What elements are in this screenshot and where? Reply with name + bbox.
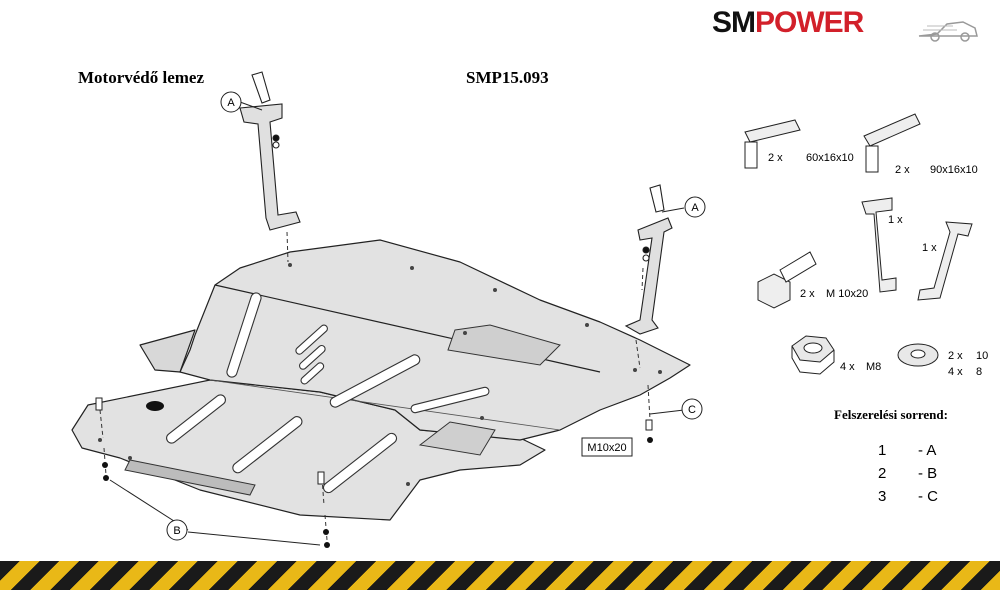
part-qty-3: 1 x [888,214,903,226]
brand-logo-part1: SM [712,6,756,39]
part-spec-6: M8 [866,361,882,373]
vent-slot [298,344,326,370]
callout-a-left-label: A [227,97,235,109]
hazard-stripe [0,561,1000,590]
install-step-1-label: - A [918,442,937,459]
hex-nut-icon [791,335,835,375]
bracket-large-icon [861,197,897,293]
install-step-3-label: - C [918,488,938,505]
pin-long-icon [863,113,921,173]
vent-slot [322,432,398,494]
callout-c [681,398,703,420]
vent-slot [329,354,421,408]
part-qty-5: 2 x [800,288,815,300]
callout-b [166,519,188,541]
nut-icon [323,529,329,535]
nut-icon [324,542,330,548]
drain-hole [146,401,164,411]
part-spec-2: 90x16x10 [930,164,978,176]
hex-bolt-icon [757,251,817,309]
callout-a-left [220,91,242,113]
part-qty-2: 2 x [895,164,910,176]
vent-slot [300,362,325,385]
page-title: Motorvédő lemez [78,68,205,87]
bolt-label-box [581,437,633,457]
brand-logo: SMPOWER [712,6,982,50]
part-spec-5: M 10x20 [826,288,869,300]
skid-plate-left-wing [139,329,196,373]
nut-icon [102,462,108,468]
callout-a-right-label: A [691,202,699,214]
access-panel [124,459,256,496]
bracket-small-icon [917,221,973,301]
bracket-a-left [239,71,301,231]
part-spec-1: 60x16x10 [806,152,854,164]
washer-icon [897,343,939,367]
access-panel [418,421,496,456]
vent-slot [166,394,226,444]
bolt-icon [95,397,103,411]
vent-slot [232,416,303,474]
install-step-3-num: 3 [878,488,887,505]
install-step-2-label: - B [918,465,938,482]
bolt-label: M10x20 [587,442,626,454]
vent-slot [226,292,262,378]
bracket-a-right [624,184,673,335]
install-step-1-num: 1 [878,442,887,459]
callout-c-label: C [688,404,696,416]
vent-slot [410,386,490,414]
part-qty-7: 2 x [948,350,963,362]
product-code: SMP15.093 [466,68,549,87]
part-spec-8: 8 [976,366,983,378]
installation-order-title: Felszerelési sorrend: [834,407,948,422]
part-qty-4: 1 x [922,242,937,254]
nut-icon [103,475,109,481]
pin-short-icon [744,119,801,169]
callout-a-right [684,196,706,218]
callout-b-label: B [173,525,180,537]
part-qty-8: 4 x [948,366,963,378]
access-panel [447,324,561,366]
skid-plate-main-section [179,239,691,441]
part-qty-6: 4 x [840,361,855,373]
part-qty-1: 2 x [768,152,783,164]
vent-slot [295,324,328,355]
part-spec-7: 10 [976,350,989,362]
bolt-icon [317,471,325,485]
brand-logo-part2: POWER [755,6,864,39]
install-step-2-num: 2 [878,465,887,482]
car-silhouette-icon [918,21,978,42]
nut-icon [647,437,653,443]
bolt-icon [645,419,653,431]
